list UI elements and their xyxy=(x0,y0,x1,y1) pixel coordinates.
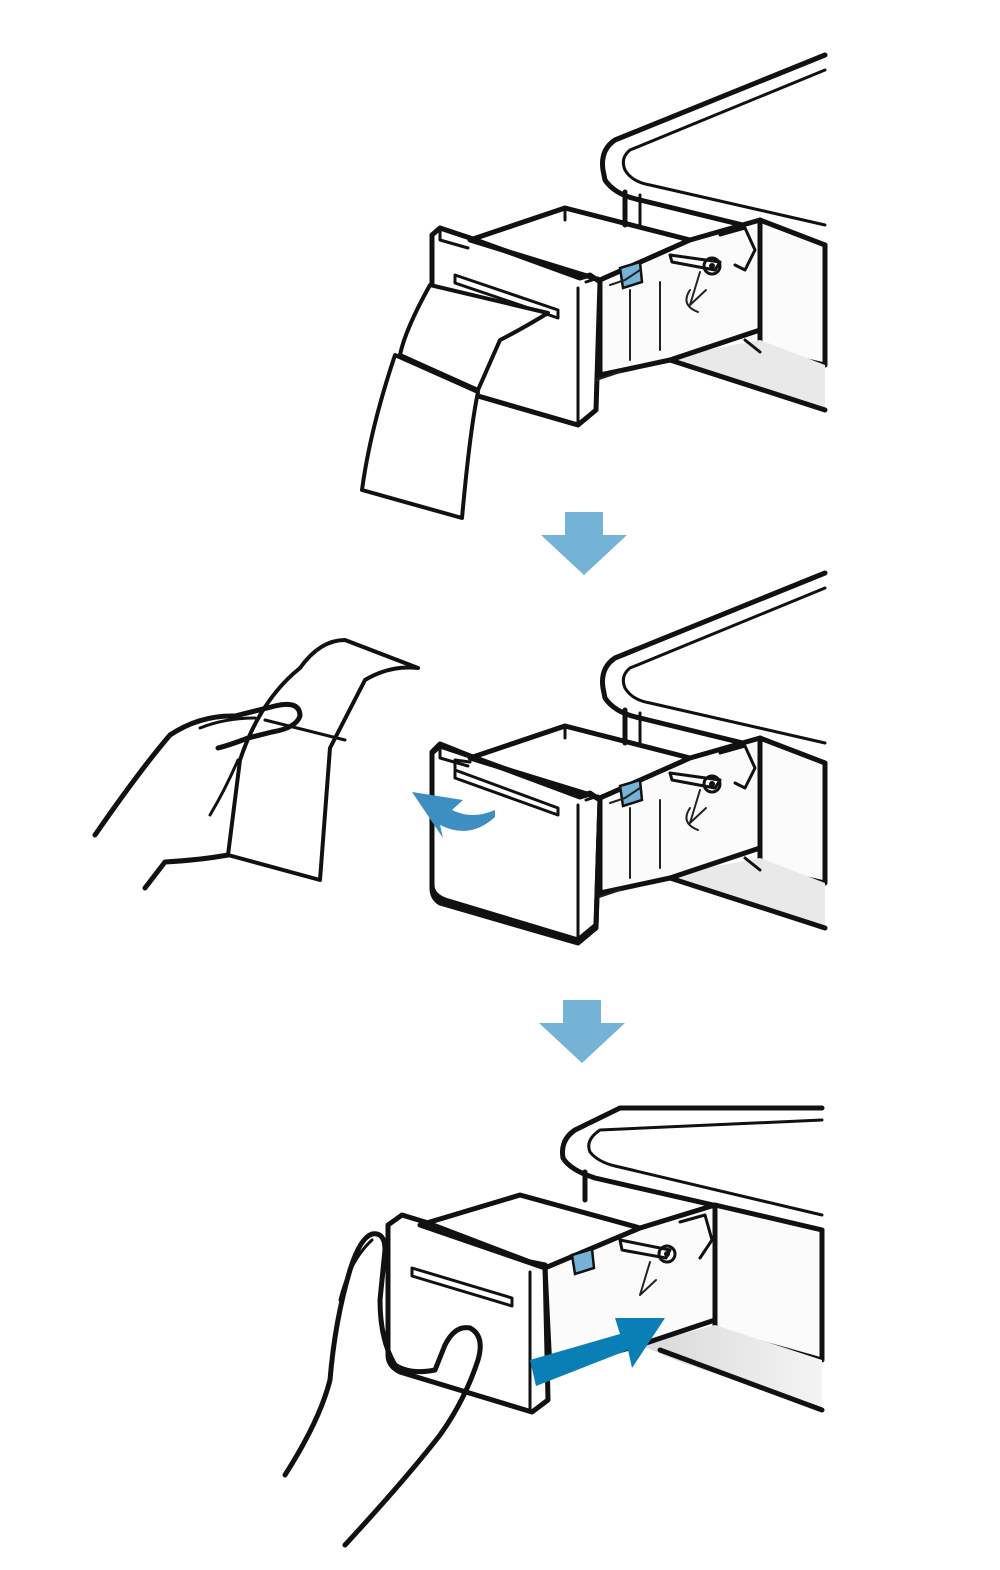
step-1-illustration xyxy=(360,55,825,520)
hand-icon xyxy=(92,701,303,891)
paper-slot xyxy=(453,273,560,320)
push-arrow-icon xyxy=(530,1318,665,1386)
printer-drawer-open xyxy=(432,573,825,943)
printer-drawer-open xyxy=(432,55,825,425)
paper-slot xyxy=(410,1266,514,1308)
drawer-front xyxy=(385,1212,551,1415)
paper-torn xyxy=(226,638,420,882)
down-arrow-icon xyxy=(539,1000,625,1063)
step-2-illustration xyxy=(92,573,825,943)
hand-icon xyxy=(282,1231,483,1548)
release-lever xyxy=(570,1247,596,1276)
down-arrow-icon xyxy=(541,512,627,575)
paper-strip-hanging xyxy=(360,353,480,520)
curved-arrow-icon xyxy=(412,792,495,838)
drawer-front xyxy=(429,741,603,943)
paper-slot xyxy=(453,768,560,817)
step-3-illustration xyxy=(282,1105,825,1548)
